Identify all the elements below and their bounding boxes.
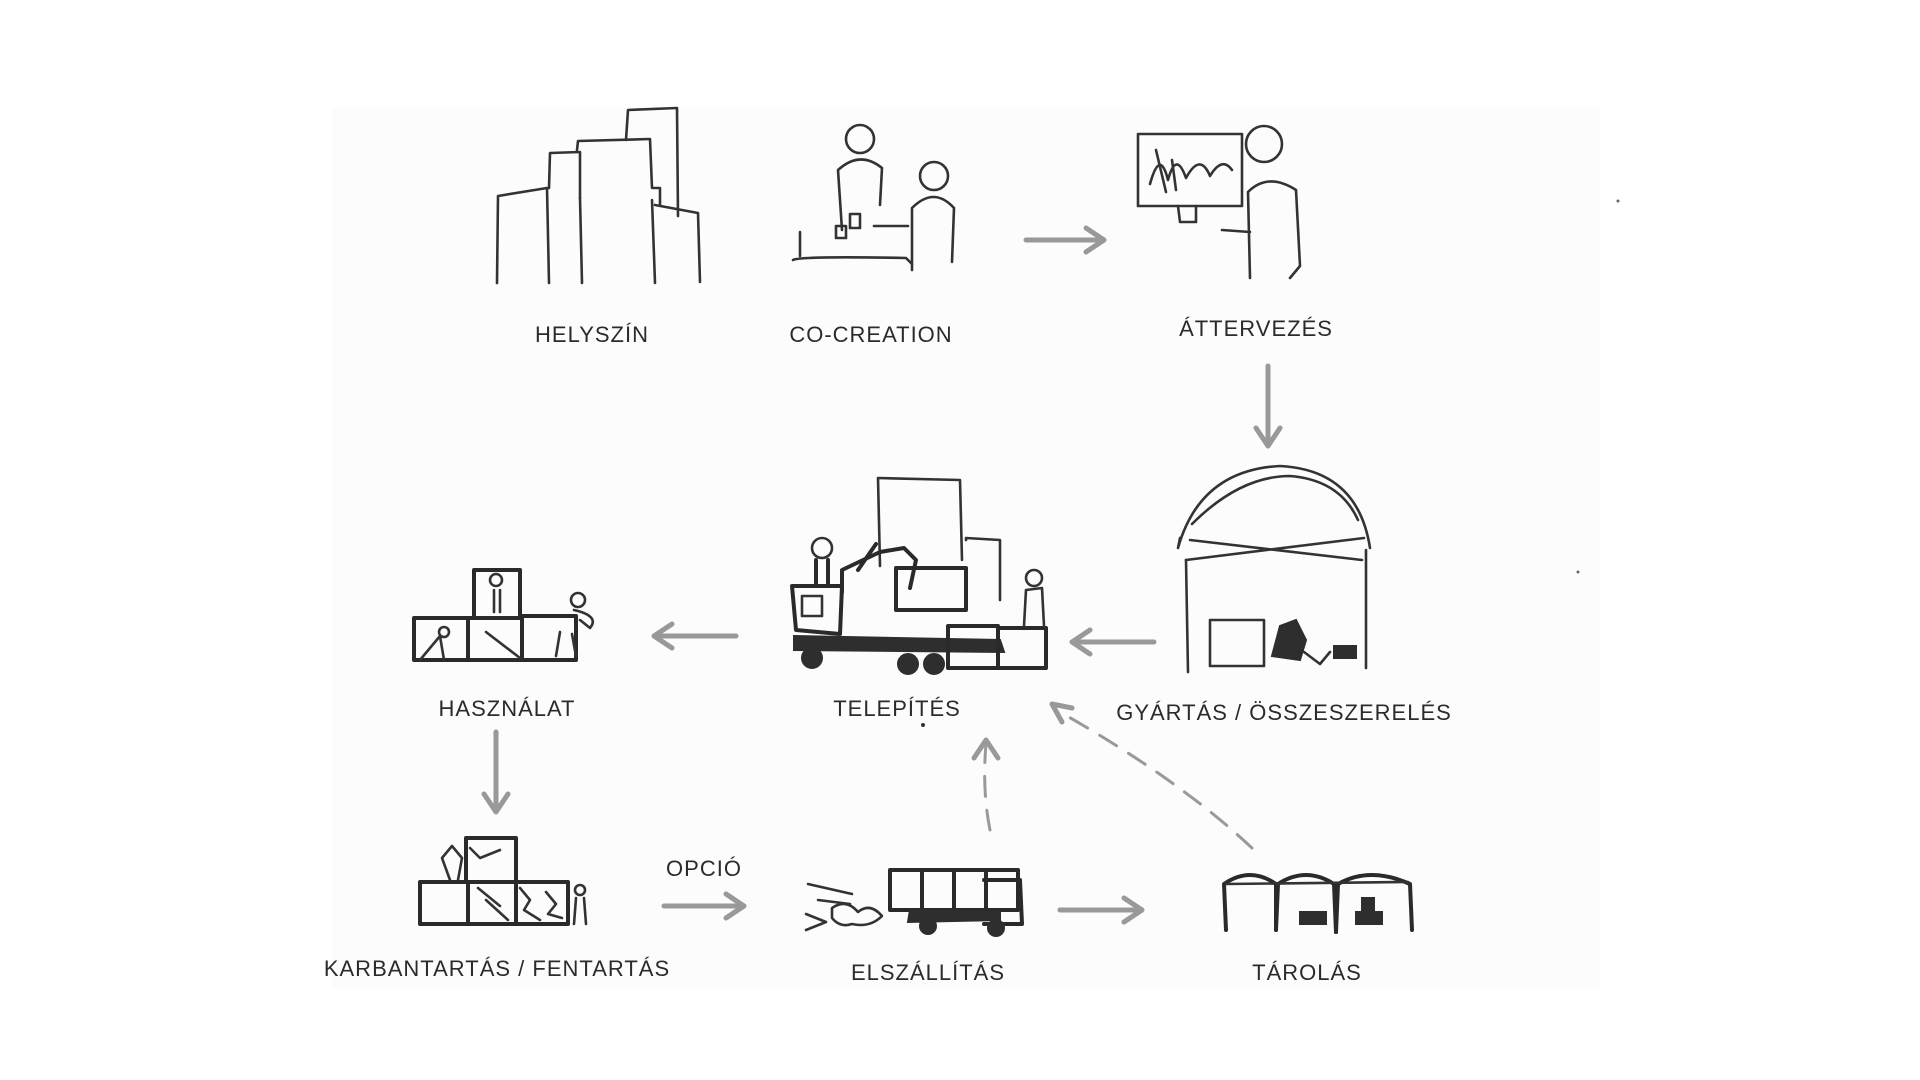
label-attervezes: ÁTTERVEZÉS <box>1179 316 1333 341</box>
maintenance-modules-icon <box>418 836 588 926</box>
arrow-telepites-to-hasznalat <box>651 621 739 651</box>
storage-halls-icon <box>1222 873 1414 934</box>
label-tarolas: TÁROLÁS <box>1252 960 1362 985</box>
factory-hall-icon <box>1176 464 1372 674</box>
modules-in-use-icon <box>412 568 595 662</box>
dashed-arrow-elszallitas-to-telepites <box>983 742 992 832</box>
label-elszallitas: ELSZÁLLÍTÁS <box>850 960 1006 985</box>
label-hasznalat: HASZNÁLAT <box>438 696 576 721</box>
label-gyartas-osszeszereles: GYÁRTÁS / ÖSSZESZERELÉS <box>1116 700 1452 725</box>
label-cocreation: CO-CREATION <box>789 322 953 347</box>
arrow-hasznalat-to-karbantartas <box>481 729 511 815</box>
transport-truck-icon <box>804 868 1024 937</box>
label-opcio: OPCIÓ <box>666 856 742 881</box>
label-karbantartas-fentartas: KARBANTARTÁS / FENTARTÁS <box>323 956 671 981</box>
label-telepites: TELEPÍTÉS <box>833 696 961 721</box>
dashed-arrow-tarolas-to-telepites <box>1058 710 1254 850</box>
label-helyszin: HELYSZÍN <box>535 322 649 347</box>
arrow-karbantartas-to-elszallitas <box>661 891 747 921</box>
arrow-gyartas-to-telepites <box>1069 627 1157 657</box>
city-buildings-icon <box>495 106 702 285</box>
diagram-background <box>332 108 1600 988</box>
flow-arrows <box>481 225 1283 925</box>
truck-crane-installation-icon <box>790 476 1048 675</box>
arrow-cocreation-to-attervezes <box>1023 225 1107 255</box>
arrow-elszallitas-to-tarolas <box>1057 895 1145 925</box>
meeting-people-icon <box>791 123 956 272</box>
designer-at-computer-icon <box>1136 124 1302 280</box>
arrow-attervezes-to-gyartas <box>1253 363 1283 449</box>
